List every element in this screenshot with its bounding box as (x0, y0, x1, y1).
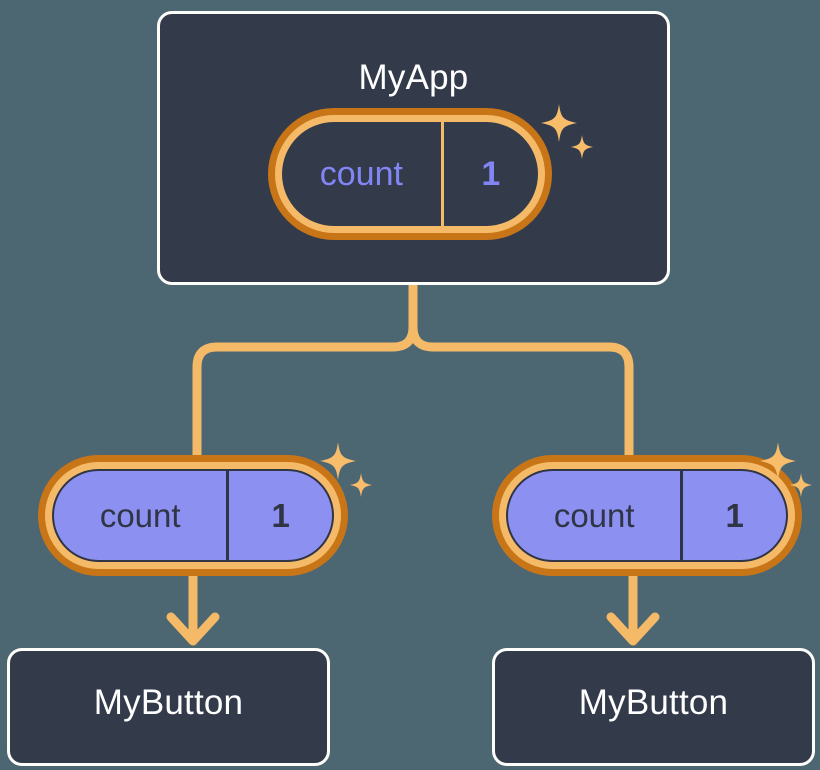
state-pill-myapp[interactable]: count 1 (268, 108, 552, 240)
state-value-label: 1 (226, 471, 332, 560)
state-value-label: 1 (680, 471, 786, 560)
state-pill-right[interactable]: count 1 (492, 455, 802, 576)
component-title-myapp: MyApp (358, 58, 469, 97)
state-key-label: count (99, 496, 181, 534)
state-pill-inner-ring: count 1 (275, 115, 545, 233)
component-title-mybutton: MyButton (578, 683, 729, 722)
state-pill-face: count 1 (52, 469, 334, 562)
state-pill-face: count 1 (506, 469, 788, 562)
component-title-mybutton: MyButton (93, 683, 244, 722)
component-box-mybutton-right[interactable]: MyButton (492, 648, 815, 766)
state-key-label: count (553, 496, 635, 534)
component-box-mybutton-left[interactable]: MyButton (7, 648, 330, 766)
connector-branch-right (408, 280, 634, 475)
state-value-label: 1 (440, 122, 538, 226)
state-pill-inner-ring: count 1 (499, 462, 795, 569)
connector-branch-left (192, 280, 418, 475)
arrow-head-left (166, 612, 220, 646)
state-pill-inner-ring: count 1 (45, 462, 341, 569)
state-key-label: count (319, 154, 403, 193)
arrow-head-right (606, 612, 660, 646)
state-pill-left[interactable]: count 1 (38, 455, 348, 576)
state-pill-face: count 1 (282, 122, 538, 226)
sparkle-small-icon (350, 473, 372, 497)
